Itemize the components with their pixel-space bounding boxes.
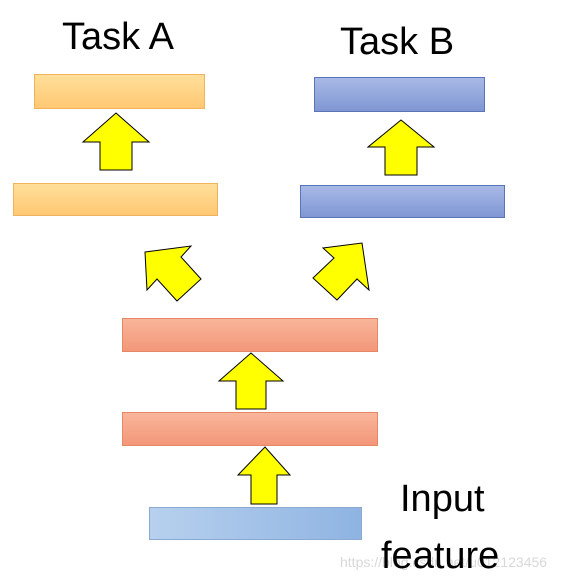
shared-top-layer xyxy=(122,318,378,352)
arrow-up-right-icon xyxy=(312,242,370,301)
input-feature-label-line1: Input xyxy=(400,478,485,520)
task-b-label: Task B xyxy=(340,21,455,63)
task-b-bottom-layer xyxy=(300,185,505,218)
task-a-bottom-layer xyxy=(13,183,218,216)
watermark: https://blog.csdn.net/u012123456 xyxy=(340,554,548,570)
input-feature-label-line2: feature xyxy=(381,535,500,577)
task-b-top-layer xyxy=(314,77,485,112)
arrow-up-icon xyxy=(236,446,292,505)
arrow-up-icon xyxy=(366,119,436,176)
arrow-up-icon xyxy=(81,112,151,171)
task-a-top-layer xyxy=(34,74,205,109)
task-a-label: Task A xyxy=(62,16,174,58)
arrow-up-left-icon xyxy=(144,245,202,302)
input-layer xyxy=(149,507,362,540)
shared-bottom-layer xyxy=(122,412,378,446)
arrow-up-icon xyxy=(217,352,285,410)
